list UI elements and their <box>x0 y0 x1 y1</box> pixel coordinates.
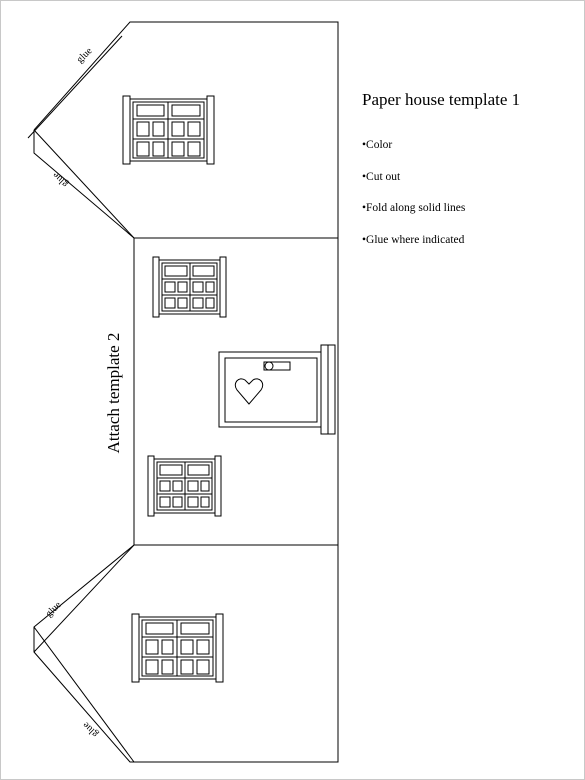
attach-template-label: Attach template 2 <box>104 332 123 454</box>
instructions-list: •Color •Cut out •Fold along solid lines … <box>362 138 465 264</box>
instruction-item: •Fold along solid lines <box>362 202 466 214</box>
window-bottom <box>131 613 224 683</box>
instruction-item: •Glue where indicated <box>362 233 465 246</box>
cut-outline <box>33 21 339 763</box>
instruction-item: •Cut out <box>362 170 401 183</box>
fold-line-flap-lower <box>33 626 135 763</box>
door <box>218 344 336 435</box>
heart-icon <box>234 378 264 405</box>
fold-line-roof-top <box>33 129 135 239</box>
window-middle-lower <box>147 455 222 517</box>
window-middle-upper <box>152 256 227 318</box>
window-top <box>122 95 215 165</box>
instruction-item: •Color <box>362 139 393 151</box>
page-title: Paper house template 1 <box>362 90 521 109</box>
fold-line-roof-bottom <box>33 544 135 653</box>
fold-line-flap-upper <box>27 35 123 139</box>
